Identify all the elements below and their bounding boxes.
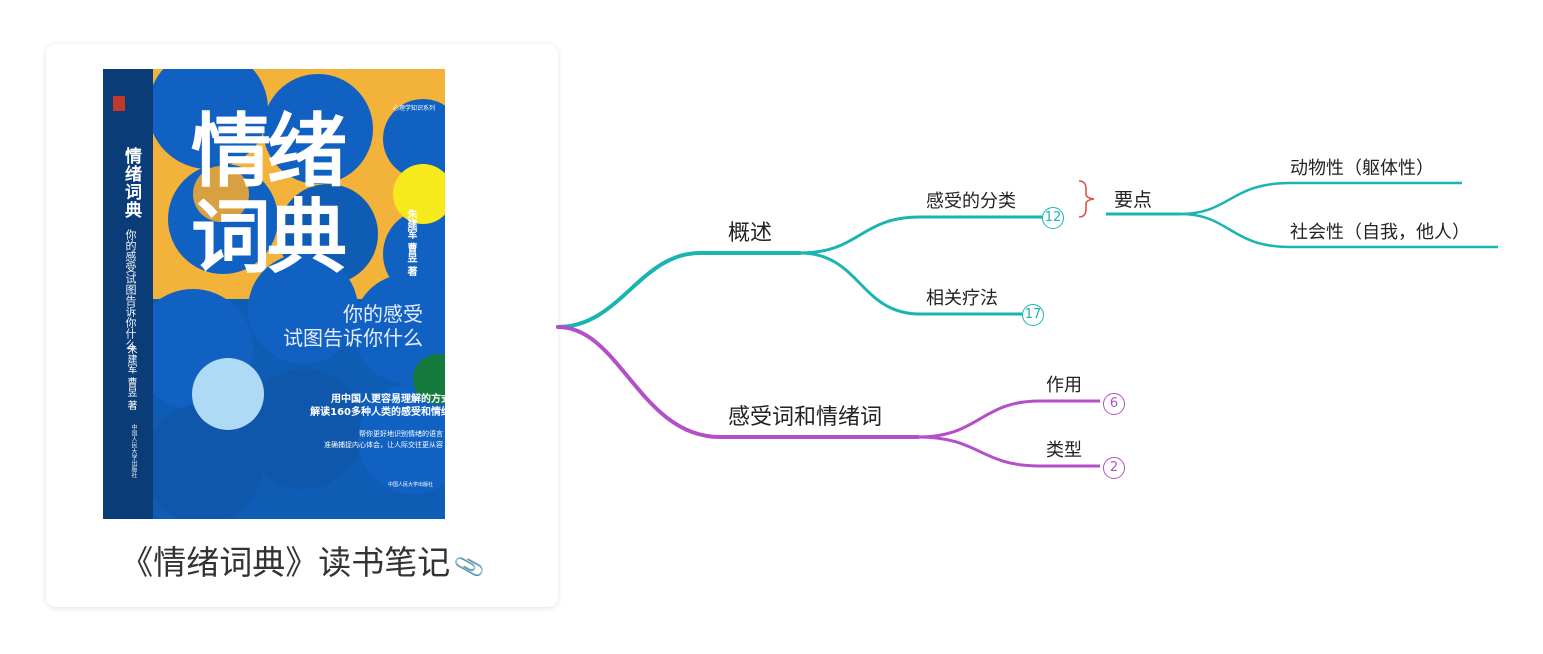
topic-related-therapies[interactable]: 相关疗法 [926,288,998,309]
spine-authors: 朱建军 曹昱 著 [125,344,136,411]
spine-publisher: 中国人民大学出版社 [130,424,137,478]
book-spine [103,69,153,519]
summary-key-points[interactable]: 要点 [1114,189,1153,211]
publisher-logo [113,96,125,111]
summary-bracket [1078,180,1095,218]
cover-tagline-line1: 用中国人更容易理解的方式 [331,394,445,405]
topic-animal-nature[interactable]: 动物性（躯体性） [1290,158,1434,179]
topic-types[interactable]: 类型 [1046,440,1082,461]
cover-tagline: 用中国人更容易理解的方式 解读160多种人类的感受和情绪 [273,393,445,419]
collapsed-count-badge[interactable]: 12 [1042,207,1064,229]
root-topic-card[interactable]: 情绪词典 你的感受试图告诉你什么 朱建军 曹昱 著 中国人民大学出版社 心理学知… [46,44,558,607]
spine-subtitle: 你的感受试图告诉你什么 [124,229,137,350]
connector-branch1-child2 [799,251,1022,316]
collapsed-count-badge[interactable]: 17 [1022,304,1044,326]
connector-branch1-child1 [799,215,1042,255]
connector-summary-item1 [1179,181,1462,216]
cover-title: 情绪 词典 [191,109,361,281]
root-topic-label: 《情绪词典》读书笔记 [120,543,451,582]
topic-overview[interactable]: 概述 [728,221,773,246]
root-topic-title[interactable]: 《情绪词典》读书笔记📎 [46,536,558,584]
collapsed-count-badge[interactable]: 2 [1103,457,1125,479]
connector-branch2-child1 [917,399,1100,439]
topic-social-nature[interactable]: 社会性（自我，他人） [1290,222,1470,243]
cover-tagline-small: 帮你更好地识别情绪的语言 准确捕捉内心体会，让人际交往更从容 [263,429,443,451]
cover-publisher: 中国人民大学出版社 [387,482,433,488]
cover-subtitle: 你的感受 试图告诉你什么 [253,302,423,350]
cover-subtitle-line1: 你的感受 [343,302,423,326]
connector-branch2-child2 [917,435,1100,468]
cover-series: 心理学知识系列 [393,105,436,112]
cover-subtitle-line2: 试图告诉你什么 [283,326,423,350]
topic-feeling-categories[interactable]: 感受的分类 [926,191,1016,212]
cover-artwork [103,69,445,519]
connector-root-branch1 [556,251,802,329]
spine-title: 情绪词典 [121,147,141,219]
collapsed-count-badge[interactable]: 6 [1103,393,1125,415]
connector-root-branch2 [556,325,920,439]
book-cover-image: 情绪词典 你的感受试图告诉你什么 朱建军 曹昱 著 中国人民大学出版社 心理学知… [103,69,445,519]
cover-title-line1: 情绪 [191,105,347,198]
cover-title-line2: 词典 [191,191,347,284]
connector-summary-item2 [1179,212,1498,249]
topic-feeling-and-emotion-words[interactable]: 感受词和情绪词 [728,405,883,430]
cover-authors: 朱建军 曹昱 著 [405,209,416,276]
cover-tagline-line2: 解读160多种人类的感受和情绪 [310,407,445,418]
cover-tagline-line3: 帮你更好地识别情绪的语言 [359,430,443,438]
topic-function[interactable]: 作用 [1046,375,1082,396]
cover-tagline-line4: 准确捕捉内心体会，让人际交往更从容 [324,441,443,449]
